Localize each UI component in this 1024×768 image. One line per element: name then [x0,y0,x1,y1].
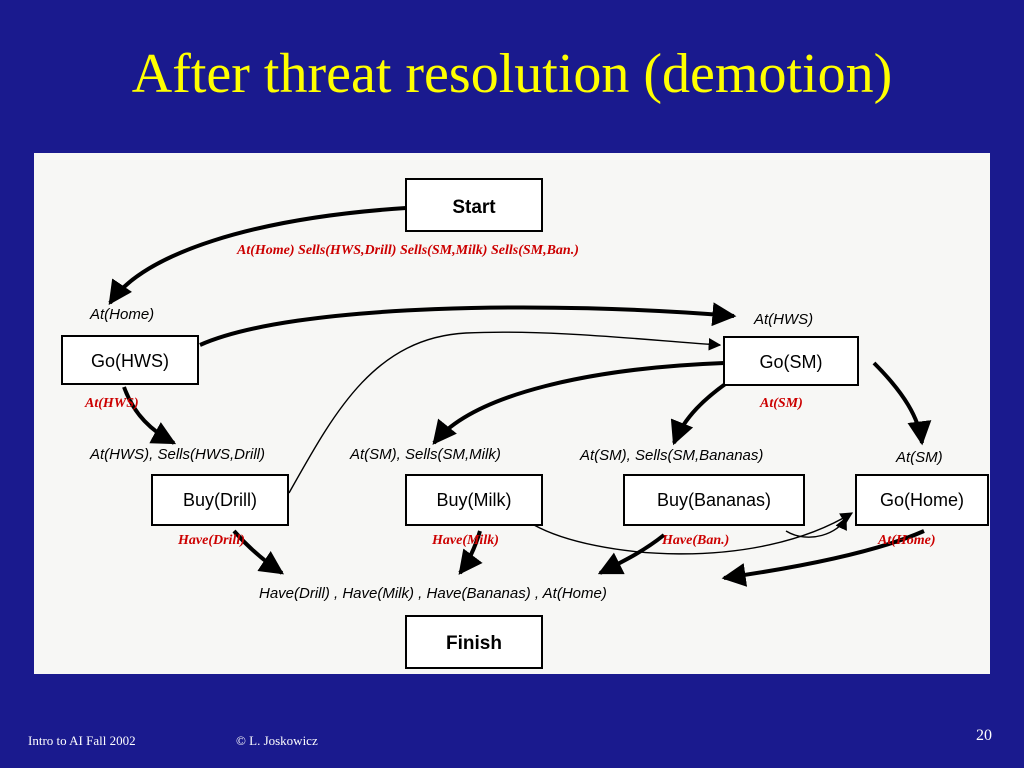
node-go-sm-label: Go(SM) [760,352,823,372]
edge-gosm-buymilk [432,361,725,445]
effect-go-hws: At(HWS) [84,396,139,411]
node-buy-drill-label: Buy(Drill) [183,490,257,510]
edge-buybananas-gohome [785,516,847,538]
effect-go-home: At(Home) [877,533,936,548]
node-finish-label: Finish [446,633,502,654]
node-start [405,178,543,232]
node-buy-bananas-label: Buy(Bananas) [657,490,771,510]
precond-go-hws: At(Home) [89,306,154,323]
effect-buy-milk: Have(Milk) [431,533,499,548]
slide-title: After threat resolution (demotion) [131,43,893,105]
node-start-label: Start [452,197,496,218]
edge-buydrill-finish [232,529,284,575]
edge-buymilk-finish [458,530,483,575]
effect-buy-bananas: Have(Ban.) [661,533,729,548]
edge-buybananas-finish [597,533,666,575]
edge-buydrill-gosm-demotion [288,331,722,494]
precond-buy-milk: At(SM), Sells(SM,Milk) [349,446,501,463]
node-go-home-label: Go(Home) [880,490,964,510]
edge-start-gohws [108,206,407,305]
node-buy-milk-label: Buy(Milk) [437,490,512,510]
node-go-sm [723,336,859,386]
node-go-hws [61,335,199,385]
edge-gohws-gosm [199,302,737,347]
effect-start: At(Home) Sells(HWS,Drill) Sells(SM,Milk)… [236,243,579,258]
node-go-home [855,474,989,526]
plan-diagram: Start Go(HWS) Go(SM) Buy(Drill) Buy(Milk… [34,153,990,674]
edge-gohws-buydrill [122,386,177,445]
node-finish [405,615,543,669]
edge-gosm-buybananas [670,376,736,446]
node-buy-milk [405,474,543,526]
node-buy-drill [151,474,289,526]
effect-go-sm: At(SM) [759,396,803,411]
node-buy-bananas [623,474,805,526]
precond-go-sm: At(HWS) [753,311,813,328]
precond-buy-bananas: At(SM), Sells(SM,Bananas) [579,447,763,464]
edge-buymilk-gohome [533,512,854,555]
precond-buy-drill: At(HWS), Sells(HWS,Drill) [89,446,265,463]
page-number: 20 [976,727,992,744]
effect-buy-drill: Have(Drill) [177,533,245,548]
plan-graph: Start Go(HWS) Go(SM) Buy(Drill) Buy(Milk… [61,178,989,669]
node-go-hws-label: Go(HWS) [91,351,169,371]
precond-go-home: At(SM) [895,449,943,466]
edge-gohome-finish [721,529,925,587]
footer-course: Intro to AI Fall 2002 [28,733,136,748]
footer-copyright: © L. Joskowicz [236,733,318,748]
edge-gosm-gohome [872,361,932,446]
precond-finish: Have(Drill) , Have(Milk) , Have(Bananas)… [259,585,607,602]
